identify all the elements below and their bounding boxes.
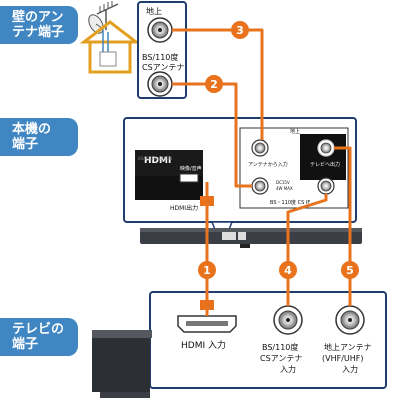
tv-bs-label-3: 入力 (280, 364, 296, 374)
section-badge-wall: 壁のアン テナ端子 (0, 6, 78, 44)
hdmi-out-port[interactable] (179, 173, 199, 183)
unit-bs-small-2: 4W MAX (276, 186, 293, 191)
tv-ter-label-3: 入力 (342, 364, 358, 374)
wall-terrestrial-jack[interactable] (147, 17, 173, 43)
cable-marker-2: 2 (205, 75, 223, 93)
cable-marker-5: 5 (341, 261, 359, 279)
wall-top-label: 地上 (146, 6, 162, 16)
hdmi-plug-top (200, 196, 214, 206)
cable-number: 4 (284, 264, 292, 277)
cable-marker-3: 3 (231, 21, 249, 39)
badge-line: 本機の (12, 122, 52, 137)
unit-ant-in-jack[interactable] (251, 139, 269, 157)
unit-rear-panel: HDMI 映像/音声 BS/CS SELECTOR HDMI出力 地上 アンテナ… (123, 117, 357, 233)
recorder-device (140, 228, 362, 248)
section-badge-unit: 本機の 端子 (0, 118, 78, 156)
cable-number: 5 (346, 264, 354, 277)
wall-bs-jack[interactable] (147, 71, 173, 97)
unit-bs-out-jack[interactable] (317, 177, 335, 195)
tv-bs-label-2: CSアンテナ (260, 354, 302, 363)
badge-line: テナ端子 (12, 25, 65, 40)
wall-bs-label-1: BS/110度 (142, 52, 178, 62)
cable-number: 1 (203, 264, 211, 277)
bs-selector-label: BS/CS SELECTOR (138, 156, 172, 161)
unit-tv-out-jack[interactable] (317, 139, 335, 157)
cable-2-path (172, 82, 252, 188)
cable-5-path (334, 146, 352, 306)
cable-4-path (286, 194, 328, 306)
cable-marker-4: 4 (279, 261, 297, 279)
cable-marker-1: 1 (198, 261, 216, 279)
tv-ter-label-1: 地上アンテナ (324, 342, 372, 352)
house-antenna-icon (79, 1, 141, 74)
badge-line: 端子 (12, 337, 39, 352)
unit-bs-in-jack[interactable] (251, 177, 269, 195)
tv-terrestrial-in-jack[interactable] (335, 305, 365, 335)
badge-line: 壁のアン (12, 10, 64, 25)
unit-ant-group: 地上 (290, 128, 300, 135)
badge-line: 端子 (12, 137, 39, 152)
wall-outlet-panel: 地上 BS/110度 CSアンテナ (137, 1, 187, 99)
hdmi-plug-bottom (200, 300, 214, 310)
tv-hdmi-in-label: HDMI 入力 (181, 339, 226, 351)
tv-bs-in-jack[interactable] (273, 305, 303, 335)
unit-ant-in-label: アンテナから入力 (248, 161, 288, 168)
tv-bs-label-1: BS/110度 (262, 342, 298, 352)
badge-line: テレビの (12, 322, 65, 337)
tv-illustration (92, 330, 152, 398)
section-badge-tv: テレビの 端子 (0, 318, 78, 356)
hdmi-logo: HDMI (144, 156, 171, 166)
hdmi-sub-label: 映像/音声 (180, 165, 202, 172)
tv-hdmi-in-port[interactable] (177, 315, 237, 333)
hdmi-out-caption: HDMI出力 (170, 204, 198, 212)
tv-ter-label-2: (VHF/UHF) (322, 354, 364, 363)
wall-bs-label-2: CSアンテナ (142, 63, 184, 72)
tv-rear-panel: HDMI 入力 BS/110度 CSアンテナ 入力 地上アンテナ (VHF/UH… (149, 291, 387, 389)
cable-number: 3 (236, 24, 244, 37)
unit-tv-out-label: テレビへ出力 (310, 161, 340, 168)
cable-3-path (172, 28, 264, 140)
cable-number: 2 (210, 78, 218, 91)
unit-bs-group: BS・110度 CS IF (270, 199, 310, 206)
unit-bs-small-1: DC15V (276, 180, 290, 185)
